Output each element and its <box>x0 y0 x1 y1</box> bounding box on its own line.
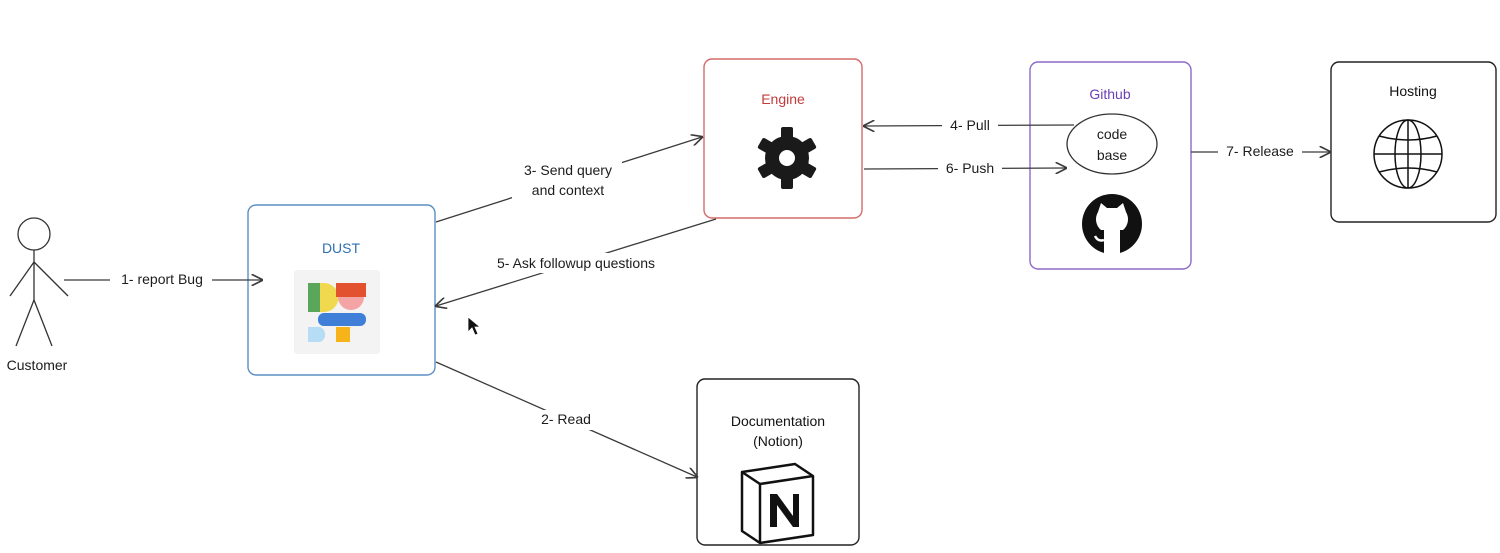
edge-label-release: 7- Release <box>1226 143 1294 159</box>
docs-title-line2: (Notion) <box>753 433 803 449</box>
notion-icon <box>740 462 815 545</box>
dust-logo-icon <box>294 270 380 354</box>
edge-pull: 4- Pull <box>864 116 1075 134</box>
edge-report-bug: 1- report Bug <box>64 270 262 288</box>
edge-send-query: 3- Send query and context <box>435 137 702 223</box>
github-title: Github <box>1089 86 1130 102</box>
edge-label-send-line2: and context <box>532 182 604 198</box>
edge-ask-followup: 5- Ask followup questions <box>436 218 717 306</box>
edge-push: 6- Push <box>863 159 1066 177</box>
mouse-cursor-icon <box>467 316 482 336</box>
codebase-label-line2: base <box>1097 147 1128 163</box>
engine-node[interactable]: Engine <box>703 58 863 219</box>
edge-label-read: 2- Read <box>541 411 591 427</box>
edge-label-report: 1- report Bug <box>121 271 203 287</box>
engine-title: Engine <box>761 91 805 107</box>
dust-title: DUST <box>322 240 361 256</box>
edge-release: 7- Release <box>1191 142 1330 160</box>
documentation-node[interactable]: Documentation (Notion) <box>696 378 860 546</box>
codebase-ellipse <box>1066 113 1158 175</box>
customer-actor[interactable]: Customer <box>7 217 69 373</box>
edge-label-push: 6- Push <box>946 160 994 176</box>
github-node[interactable]: Github code base <box>1029 61 1192 270</box>
edge-label-ask: 5- Ask followup questions <box>497 255 655 271</box>
edge-label-pull: 4- Pull <box>950 117 990 133</box>
github-icon <box>1082 194 1142 254</box>
edge-label-send-line1: 3- Send query <box>524 162 612 178</box>
globe-icon <box>1373 119 1443 189</box>
dust-node[interactable]: DUST <box>247 204 436 376</box>
codebase-label-line1: code <box>1097 126 1128 142</box>
hosting-title: Hosting <box>1389 83 1436 99</box>
customer-label: Customer <box>7 357 68 373</box>
gear-icon <box>757 127 817 189</box>
edge-read: 2- Read <box>435 361 697 477</box>
hosting-node[interactable]: Hosting <box>1330 61 1497 223</box>
docs-title-line1: Documentation <box>731 413 825 429</box>
